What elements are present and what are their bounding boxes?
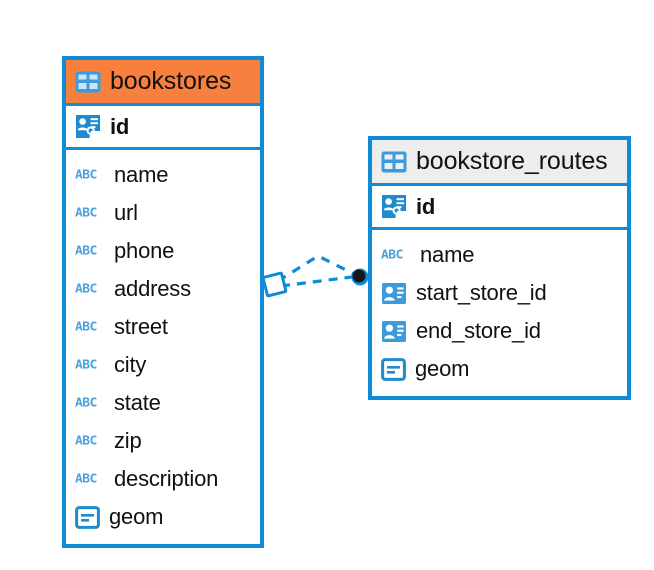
abc-icon: ABC	[75, 396, 97, 410]
relationship-line-bookstores-to-bookstore-routes	[277, 254, 355, 288]
geometry-icon	[381, 357, 406, 381]
field-row[interactable]: ABC url	[66, 194, 260, 232]
field-label: street	[114, 314, 168, 339]
field-row[interactable]: ABC phone	[66, 232, 260, 270]
field-label: end_store_id	[416, 318, 541, 343]
field-label: name	[114, 162, 169, 187]
abc-icon: ABC	[75, 472, 97, 486]
field-label: address	[114, 276, 191, 301]
field-label: zip	[114, 428, 142, 453]
field-row[interactable]: ABC description	[66, 460, 260, 498]
abc-icon: ABC	[75, 282, 97, 296]
abc-icon: ABC	[75, 206, 97, 220]
table-icon	[75, 71, 101, 93]
field-row-primary-key[interactable]: id	[66, 106, 260, 150]
entity-title: bookstore_routes	[416, 147, 608, 175]
field-row[interactable]: ABC name	[66, 156, 260, 194]
foreign-key-icon	[381, 320, 407, 343]
entity-title: bookstores	[110, 67, 232, 95]
field-label: geom	[109, 504, 164, 529]
abc-icon: ABC	[381, 248, 403, 262]
field-label: start_store_id	[416, 280, 547, 305]
field-row[interactable]: ABC zip	[66, 422, 260, 460]
relationship-dashed-segment-upper	[277, 254, 355, 283]
field-row[interactable]: geom	[372, 350, 627, 388]
abc-icon: ABC	[75, 358, 97, 372]
relationship-diamond-marker	[261, 271, 288, 298]
field-label: phone	[114, 238, 175, 263]
field-label: city	[114, 352, 147, 377]
abc-icon: ABC	[75, 320, 97, 334]
field-row-primary-key[interactable]: id	[372, 186, 627, 230]
abc-icon: ABC	[75, 434, 97, 448]
field-label: geom	[415, 356, 470, 381]
entity-header-bookstore-routes[interactable]: bookstore_routes	[372, 140, 627, 186]
field-row[interactable]: geom	[66, 498, 260, 536]
field-label: description	[114, 466, 219, 491]
field-row[interactable]: end_store_id	[372, 312, 627, 350]
field-label: id	[110, 113, 130, 139]
field-label: id	[416, 193, 436, 219]
table-icon	[381, 151, 407, 173]
field-label: name	[420, 242, 475, 267]
field-label: state	[114, 390, 161, 415]
entity-table-bookstore-routes[interactable]: bookstore_routes id ABC name start_store_i…	[368, 136, 631, 400]
abc-icon: ABC	[75, 244, 97, 258]
field-row[interactable]: ABC street	[66, 308, 260, 346]
entity-header-bookstores[interactable]: bookstores	[66, 60, 260, 106]
geometry-icon	[75, 505, 100, 529]
abc-icon: ABC	[75, 168, 97, 182]
primary-key-icon	[381, 194, 407, 219]
foreign-key-icon	[381, 282, 407, 305]
field-label: url	[114, 200, 138, 225]
field-row[interactable]: ABC name	[372, 236, 627, 274]
relationship-dashed-segment-lower	[280, 275, 353, 288]
primary-key-icon	[75, 114, 101, 139]
field-row[interactable]: ABC city	[66, 346, 260, 384]
field-row[interactable]: start_store_id	[372, 274, 627, 312]
field-row[interactable]: ABC state	[66, 384, 260, 422]
relationship-circle-marker	[351, 268, 369, 286]
field-row[interactable]: ABC address	[66, 270, 260, 308]
